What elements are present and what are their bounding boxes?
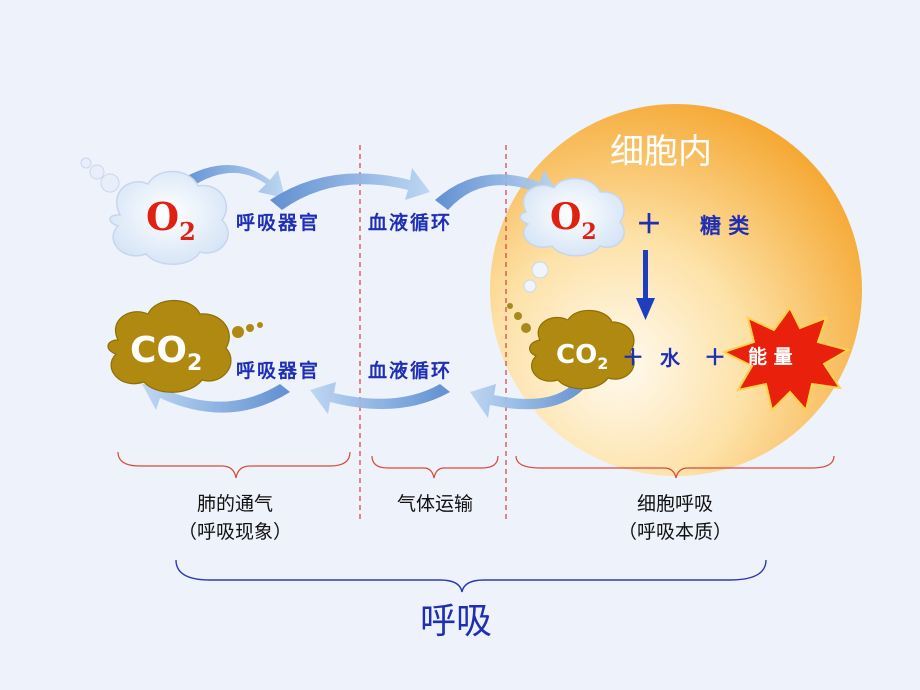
dot-trail — [507, 303, 531, 333]
star-burst-icon — [721, 306, 851, 413]
energy-label: 能 量 — [748, 346, 793, 368]
arrow-icon — [310, 382, 450, 414]
o2-label-cell: O2 — [550, 196, 597, 245]
plus-top: ＋ — [636, 210, 663, 240]
o2-label-left: O2 — [146, 194, 196, 246]
label-blood-top: 血液循环 — [368, 212, 453, 234]
arrow-icon — [142, 380, 290, 413]
brace-icon — [515, 455, 835, 479]
co2-label-cell: CO2 — [556, 340, 609, 373]
caption-cell: 细胞呼吸 — [620, 488, 730, 520]
label-organ-top: 呼吸器官 — [236, 212, 321, 234]
cloud-icon — [80, 157, 229, 265]
cell-title: 细胞内 — [610, 132, 712, 172]
caption-cell-sub: （呼吸本质） — [600, 516, 750, 548]
water-label: 水 — [660, 346, 680, 370]
brace-icon — [175, 559, 767, 593]
caption-lung-sub: （呼吸现象） — [160, 516, 310, 548]
brace-icon — [117, 451, 351, 479]
sugar-label: 糖 类 — [700, 214, 750, 238]
cloud-icon — [519, 177, 625, 293]
arrow-icon — [180, 165, 285, 198]
cloud-icon — [107, 300, 263, 393]
plus-bottom-2: ＋ — [704, 346, 727, 371]
brace-icon — [371, 455, 499, 479]
plus-bottom-1: ＋ — [622, 346, 645, 371]
arrow-icon — [270, 168, 430, 210]
label-blood-bottom: 血液循环 — [368, 360, 453, 382]
caption-lung-line1: 肺的通气 — [196, 493, 273, 515]
arrow-icon — [435, 170, 560, 210]
down-arrow-icon — [636, 250, 655, 320]
caption-cell-line1: 细胞呼吸 — [636, 493, 713, 515]
caption-cell-line2: （呼吸本质） — [617, 521, 732, 543]
caption-lung-line2: （呼吸现象） — [177, 521, 292, 543]
label-organ-bottom: 呼吸器官 — [236, 360, 321, 382]
caption-lung: 肺的通气 — [180, 488, 290, 520]
respiration-label: 呼吸 — [420, 601, 493, 642]
co2-label-left: CO2 — [130, 330, 203, 376]
top-arrows — [180, 165, 560, 210]
caption-gas: 气体运输 — [396, 493, 473, 515]
cloud-icon — [529, 309, 635, 390]
